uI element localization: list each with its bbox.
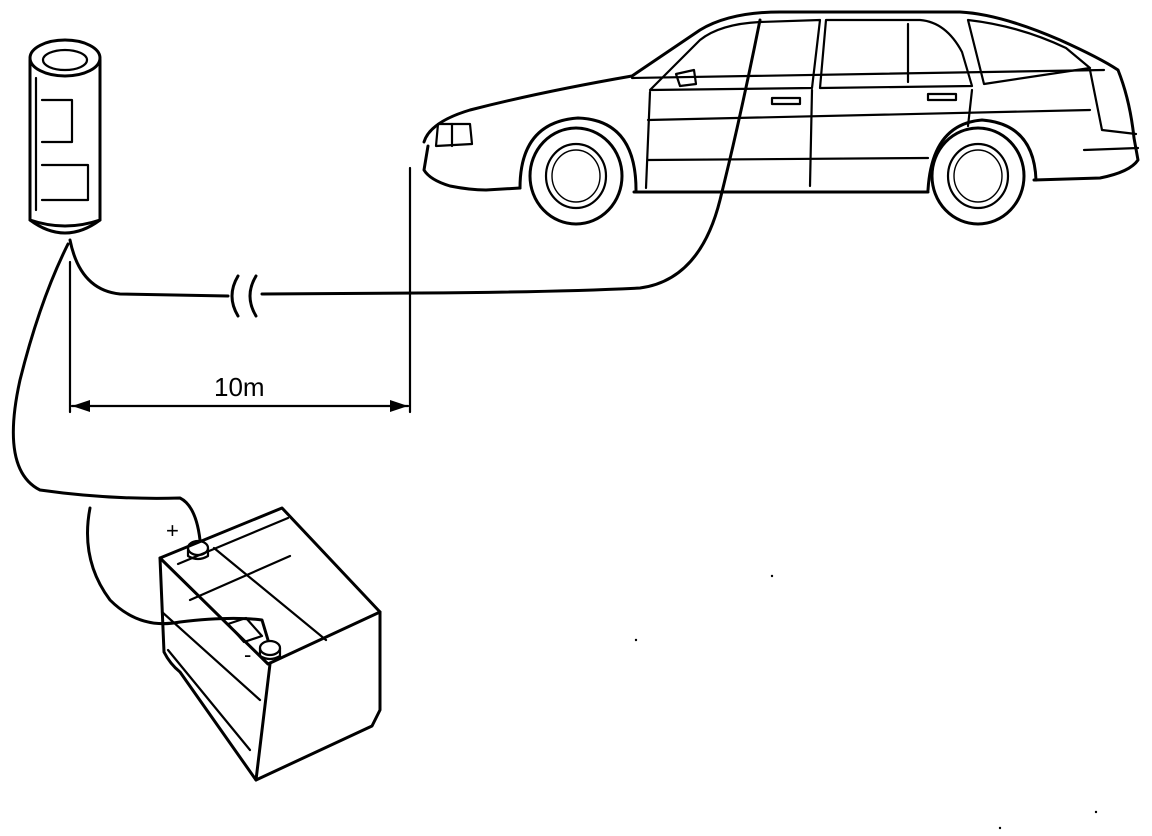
car-rear-door-edge <box>966 88 974 128</box>
battery-top-groove <box>212 546 328 642</box>
car-headlight <box>434 122 474 148</box>
positive-post-side <box>186 546 210 561</box>
front-rim <box>544 142 608 210</box>
cable-lamp-to-positive <box>11 242 202 542</box>
battery-front-ridge <box>160 610 262 702</box>
battery-front-face <box>158 556 272 782</box>
positive-sign: + <box>166 518 179 543</box>
lamp-base <box>28 218 102 228</box>
car-front-lower <box>422 144 522 192</box>
car-quarter-window <box>966 18 1092 86</box>
cable-break-mark-right <box>248 274 258 318</box>
lamp-body <box>28 58 102 235</box>
car-front-door-edge <box>644 90 652 190</box>
car-front-door-handle <box>770 96 802 106</box>
lamp-top-rim <box>28 38 102 78</box>
car-rear-wheel <box>930 126 1026 226</box>
lamp-label-upper <box>40 98 74 144</box>
car-body-top <box>422 10 1140 182</box>
car <box>422 10 1140 226</box>
negative-clamp <box>226 616 264 644</box>
battery-positive-terminal: + <box>166 518 210 561</box>
negative-post <box>258 639 282 657</box>
rear-hub <box>953 149 1003 203</box>
negative-sign: - <box>244 642 251 667</box>
car-rear-window <box>818 18 974 90</box>
dimension-arrow-left <box>72 400 90 412</box>
car-door-seam <box>808 88 814 188</box>
cables <box>11 18 762 642</box>
speck <box>1094 810 1098 814</box>
cable-break-mark-left <box>230 274 240 318</box>
car-side-mirror <box>674 68 698 88</box>
cable-lamp-left-segment <box>68 238 230 298</box>
battery-top-ridge-2 <box>188 554 292 602</box>
test-lamp <box>28 38 102 235</box>
car-beltline-upper <box>630 68 1106 80</box>
distance-label: 10m <box>214 372 265 402</box>
car-rear-door-handle <box>926 92 958 102</box>
battery-top-ridge-1 <box>176 516 290 566</box>
dimension-indicator: 10m <box>68 166 412 414</box>
battery: + - <box>158 506 382 782</box>
car-side-crease <box>646 108 1092 122</box>
specks <box>634 574 1098 830</box>
battery-front-ridge-lower <box>166 648 252 752</box>
front-hub <box>551 149 601 203</box>
speck <box>634 638 638 642</box>
car-taillight <box>1088 68 1138 136</box>
speck <box>998 826 1002 830</box>
car-lower-crease <box>646 156 930 162</box>
rear-tyre <box>930 126 1026 226</box>
battery-negative-terminal: - <box>244 639 282 667</box>
cable-to-negative <box>86 506 270 642</box>
rear-rim <box>946 142 1010 210</box>
lamp-top-inner <box>41 48 89 72</box>
battery-side-face <box>254 610 382 782</box>
cable-to-car-segment <box>260 18 762 296</box>
car-front-wheel-arch <box>518 116 638 192</box>
front-tyre <box>528 126 624 226</box>
dimension-arrow-right <box>390 400 408 412</box>
car-front-window <box>648 18 822 92</box>
negative-post-side <box>258 646 282 661</box>
car-front-wheel <box>528 126 624 226</box>
speck <box>770 574 774 578</box>
lamp-label-lower <box>40 163 90 202</box>
car-rear-bumper <box>1082 146 1140 152</box>
